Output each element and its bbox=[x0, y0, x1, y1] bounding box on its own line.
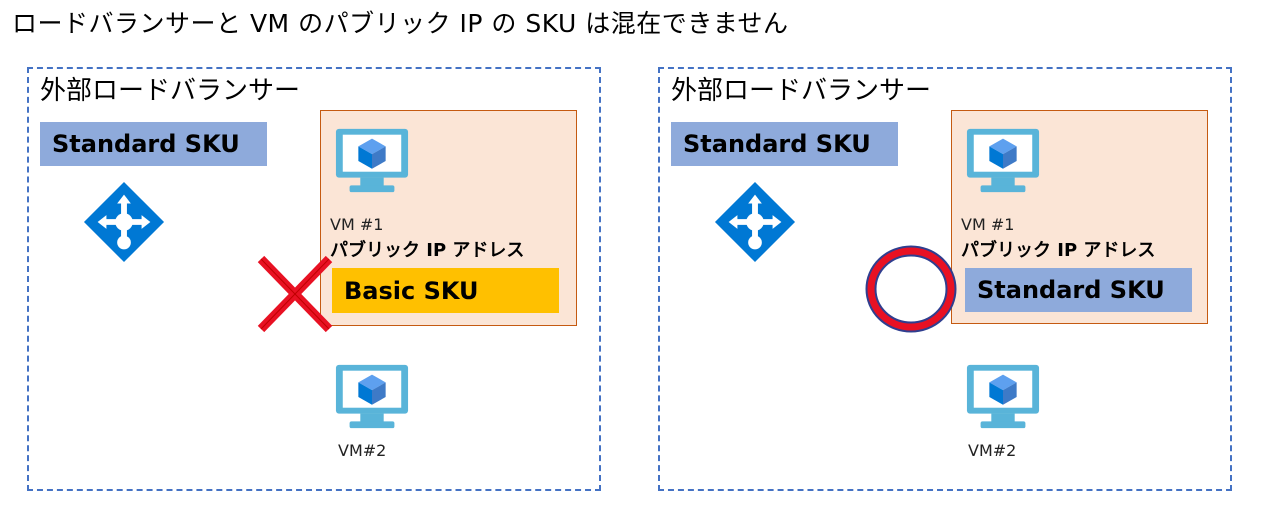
right-vm2-label: VM#2 bbox=[968, 441, 1017, 460]
right-panel-title: 外部ロードバランサー bbox=[671, 76, 932, 106]
right-vm1-icon bbox=[965, 126, 1041, 196]
left-vm1-icon bbox=[334, 126, 410, 196]
left-lb-sku-badge: Standard SKU bbox=[40, 122, 267, 166]
right-public-ip-label: パブリック IP アドレス bbox=[961, 240, 1156, 261]
left-pip-sku-badge: Basic SKU bbox=[332, 268, 559, 313]
cross-mark-icon bbox=[257, 255, 333, 333]
left-load-balancer-icon bbox=[82, 180, 166, 264]
left-vm1-label: VM #1 bbox=[330, 215, 384, 234]
left-vm2-label: VM#2 bbox=[338, 441, 387, 460]
circle-mark-icon bbox=[865, 245, 957, 333]
left-panel bbox=[27, 67, 601, 491]
right-vm2-icon bbox=[965, 362, 1041, 432]
right-vm1-label: VM #1 bbox=[961, 215, 1015, 234]
left-panel-title: 外部ロードバランサー bbox=[40, 76, 301, 106]
page-title: ロードバランサーと VM のパブリック IP の SKU は混在できません bbox=[12, 9, 789, 38]
right-panel bbox=[658, 67, 1232, 491]
left-public-ip-label: パブリック IP アドレス bbox=[330, 240, 525, 261]
left-vm2-icon bbox=[334, 362, 410, 432]
right-pip-sku-badge: Standard SKU bbox=[965, 268, 1192, 312]
right-lb-sku-badge: Standard SKU bbox=[671, 122, 898, 166]
right-load-balancer-icon bbox=[713, 180, 797, 264]
